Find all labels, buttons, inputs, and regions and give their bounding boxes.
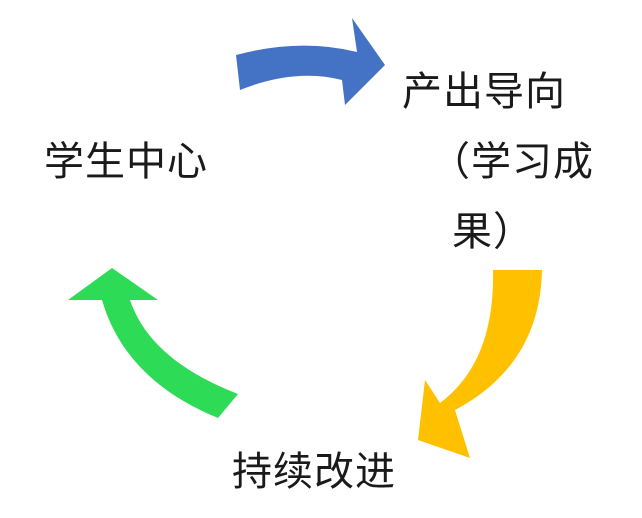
label-outcome-line2: （学习成 (430, 139, 594, 185)
arrow-top-blue (236, 18, 385, 105)
arrow-right-yellow (418, 270, 542, 458)
label-outcome-line1: 产出导向 (402, 69, 566, 115)
arrow-left-green (68, 268, 238, 418)
label-continuous-improvement: 持续改进 (232, 449, 396, 495)
label-outcome-line3: 果） (452, 209, 534, 255)
label-student-center: 学生中心 (44, 139, 208, 185)
